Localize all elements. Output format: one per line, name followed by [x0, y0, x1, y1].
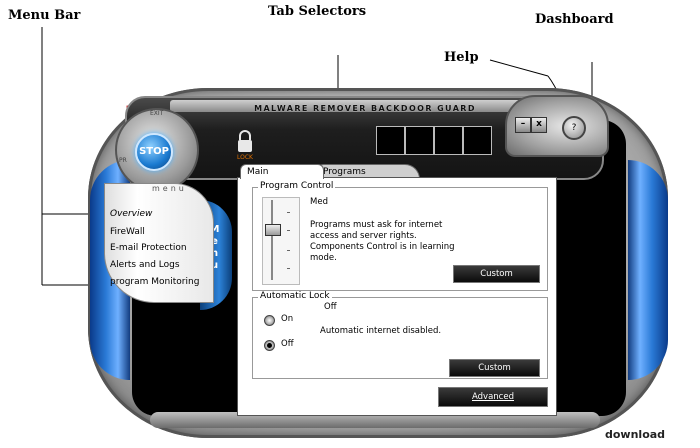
dashboard-box-2: [405, 126, 434, 155]
title-strip: [170, 100, 560, 112]
program-control-group: [252, 187, 548, 291]
program-control-description-4: mode.: [310, 253, 337, 263]
program-control-custom-button[interactable]: Custom: [453, 265, 540, 283]
right-blue-rim: [628, 160, 668, 380]
hub-pr-label: PR: [119, 157, 127, 164]
lock-button[interactable]: LOCK: [232, 122, 258, 161]
program-control-description-2: access and server rights.: [310, 231, 417, 241]
tab-selectors-annotation: Tab Selectors: [268, 4, 367, 19]
dashboard-box-4: [463, 126, 492, 155]
app-title: MALWARE REMOVER BACKDOOR GUARD: [254, 104, 476, 113]
automatic-lock-title: Automatic Lock: [258, 291, 332, 301]
sidebar-item-program-monitoring[interactable]: program Monitoring: [110, 277, 200, 287]
program-control-title: Program Control: [258, 181, 336, 191]
dashboard-box-3: [434, 126, 463, 155]
slider-tick: [287, 212, 290, 213]
sidebar-item-alerts-and-logs[interactable]: Alerts and Logs: [110, 260, 180, 270]
auto-lock-on-radio[interactable]: [264, 315, 275, 326]
tab-main[interactable]: Main: [240, 164, 324, 179]
menu-bar-annotation: Menu Bar: [8, 8, 81, 23]
bottom-bar: [150, 412, 600, 428]
lock-icon: [239, 130, 251, 140]
slider-tick: [287, 250, 290, 251]
help-button[interactable]: ?: [562, 116, 586, 140]
auto-lock-on-label: On: [281, 314, 294, 324]
sidebar-item-overview[interactable]: Overview: [110, 209, 153, 219]
sidebar-item-email-protection[interactable]: E-mail Protection: [110, 243, 187, 253]
sidebar-menu: [104, 183, 214, 303]
lock-icon-body: [238, 140, 252, 152]
security-level-slider-box: [262, 197, 300, 285]
automatic-lock-group: [252, 297, 548, 379]
automatic-lock-description: Automatic internet disabled.: [320, 326, 442, 336]
dashboard-annotation: Dashboard: [535, 12, 614, 27]
security-level-value: Med: [310, 197, 328, 207]
auto-lock-off-radio[interactable]: [264, 340, 275, 351]
dashboard-box-1: [376, 126, 405, 155]
program-control-description-1: Programs must ask for internet: [310, 220, 443, 230]
sidebar-item-firewall[interactable]: FireWall: [110, 227, 145, 237]
security-level-slider-thumb[interactable]: [265, 224, 281, 236]
help-annotation: Help: [444, 50, 479, 65]
slider-tick: [287, 230, 290, 231]
minimize-button[interactable]: –: [515, 117, 531, 133]
auto-lock-off-label: Off: [281, 339, 294, 349]
watermark: download: [605, 428, 666, 441]
slider-tick: [287, 268, 290, 269]
hub-exit-label: EXIT: [150, 110, 164, 117]
advanced-button[interactable]: Advanced: [438, 387, 548, 407]
security-level-slider-track[interactable]: [271, 200, 273, 280]
sidebar-header: menu: [152, 184, 187, 193]
stop-button[interactable]: STOP: [135, 133, 173, 171]
lock-label: LOCK: [237, 154, 253, 161]
automatic-lock-state: Off: [324, 302, 337, 312]
automatic-lock-custom-button[interactable]: Custom: [449, 359, 540, 377]
close-button[interactable]: x: [531, 117, 547, 133]
program-control-description-3: Components Control is in learning: [310, 242, 455, 252]
window-controls-hub: [505, 95, 609, 157]
